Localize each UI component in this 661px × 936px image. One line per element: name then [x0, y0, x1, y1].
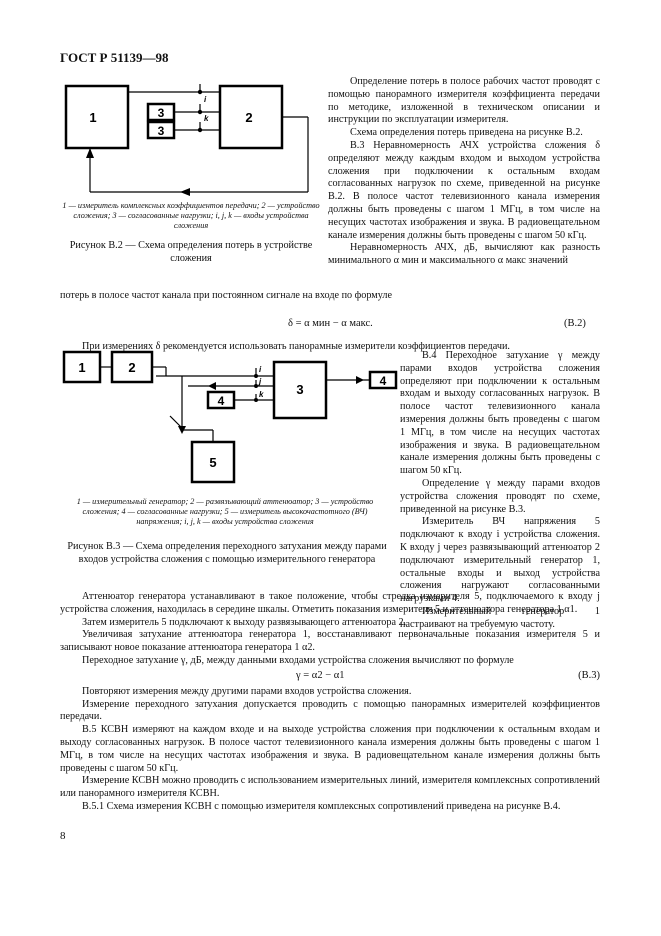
fig-b3-port-i: i	[259, 365, 262, 374]
right-b2-p1: Определение потерь в полосе рабочих част…	[328, 76, 600, 126]
fig-b3-caption: Рисунок В.3 — Схема определения переходн…	[67, 541, 387, 565]
fig-b2-port-k: k	[204, 114, 209, 123]
right-b2-p2: Схема определения потерь приведена на ри…	[350, 127, 583, 139]
body-p3: Увеличивая затухание аттенюатора генерат…	[60, 629, 600, 654]
right-b3-p4: Измерительный генератор 1 настраивают на…	[400, 605, 600, 630]
fig-b2-label-2: 2	[245, 110, 252, 125]
body-p5: Повторяют измерения между другими парами…	[82, 685, 412, 697]
formula-b3: γ = α2 − α1	[296, 669, 345, 681]
body-p8: Измерение КСВН можно проводить с использ…	[60, 775, 600, 800]
fig-b2-label-1: 1	[89, 110, 96, 125]
fig-b2-block-1	[64, 84, 130, 150]
fig-b2-port-i: i	[204, 95, 207, 104]
fig-b3-label-2: 2	[128, 360, 135, 375]
fig-b3-label-5: 5	[209, 455, 216, 470]
body-p6: Измерение переходного затухания допускае…	[60, 698, 600, 723]
right-b3-p3: Измеритель ВЧ напряжения 5 подключают к …	[400, 516, 600, 605]
paragraph-full-2: При измерениях δ рекомендуется использов…	[82, 341, 510, 352]
fig-b2-label-3b: 3	[158, 124, 165, 138]
fig-b3-port-k: k	[259, 390, 264, 399]
fig-b3-block-3	[272, 360, 328, 420]
body-p1: Аттенюатор генератора устанавливают в та…	[60, 591, 600, 615]
right-b3-p2: Определение γ между парами входов устрой…	[400, 477, 600, 515]
formula-b2: δ = α мин − α макс.	[288, 318, 373, 329]
right-b3-p1: В.4 Переходное затухание γ между парами …	[400, 350, 600, 477]
fig-b3-port-j: j	[258, 377, 262, 386]
body-p7: В.5 КСВН измеряют на каждом входе и на в…	[60, 724, 600, 774]
figure-b3-diagram: 1 2 3 4 4 5 i j k	[62, 350, 398, 484]
formula-b3-number: (В.3)	[578, 669, 600, 681]
right-b2-p4: Неравномерность АЧХ, дБ, вычисляют как р…	[328, 242, 600, 267]
body-p4: Переходное затухание γ, дБ, между данным…	[82, 654, 514, 666]
figure-b2-diagram: 1 2 3 3 i k	[64, 84, 309, 196]
formula-b2-number: (В.2)	[564, 318, 586, 329]
fig-b2-legend: 1 — измеритель комплексных коэффициентов…	[62, 201, 320, 231]
page-number: 8	[60, 830, 66, 842]
fig-b2-label-3a: 3	[158, 106, 165, 120]
fig-b3-label-4a: 4	[380, 374, 387, 388]
fig-b2-caption: Рисунок В.2 — Схема определения потерь в…	[69, 240, 313, 264]
fig-b3-label-3: 3	[296, 382, 303, 397]
body-p2: Затем измеритель 5 подключают к выходу р…	[82, 616, 407, 628]
fig-b3-legend: 1 — измерительный генератор; 2 — развязы…	[76, 497, 374, 527]
fig-b3-label-4b: 4	[218, 394, 225, 408]
fig-b3-label-1: 1	[78, 360, 85, 375]
document-header: ГОСТ Р 51139—98	[60, 50, 169, 65]
paragraph-full-1: потерь в полосе частот канала при постоя…	[60, 290, 393, 301]
right-b2-p3: В.3 Неравномерность АЧХ устройства сложе…	[328, 139, 600, 241]
body-p9: В.5.1 Схема измерения КСВН с помощью изм…	[82, 800, 561, 812]
